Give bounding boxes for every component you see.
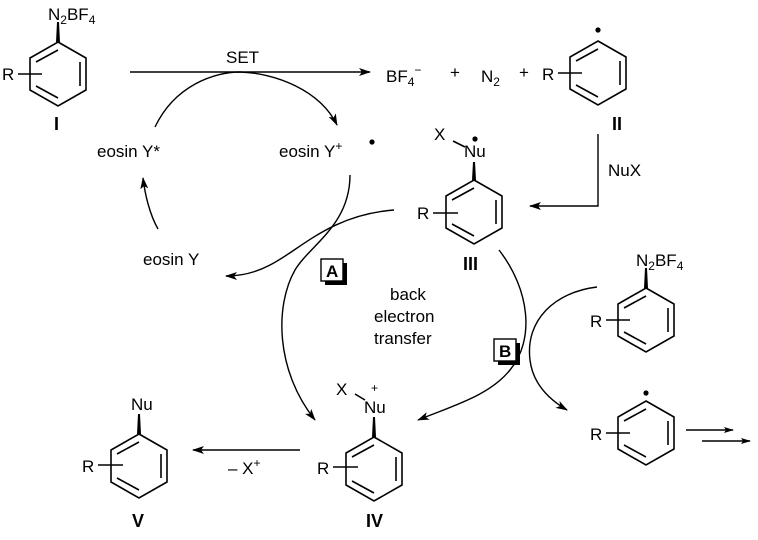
compound-V: Nu R V: [82, 395, 168, 531]
aryl-diazonium-B: N2BF4 R: [590, 251, 684, 353]
back-et-line1: back: [390, 285, 426, 304]
svg-text:A: A: [326, 262, 338, 281]
radical-dot: [369, 139, 375, 145]
r-label: R: [590, 312, 602, 331]
compound-IV: Nu + X R IV: [317, 380, 403, 531]
compound-number-II: II: [612, 114, 622, 134]
back-et-line2: electron: [374, 307, 434, 326]
bf4-anion: BF4−: [386, 63, 421, 89]
compound-number-V: V: [132, 511, 144, 531]
compound-number-I: I: [54, 114, 59, 134]
pathway-A-badge: A: [320, 258, 347, 285]
eosin-y-radical-cation: eosin Y+: [279, 139, 342, 161]
nu-label: Nu: [131, 395, 153, 414]
eosin-y-excited: eosin Y*: [97, 142, 160, 161]
x-label: X: [434, 125, 445, 144]
nu-label: Nu: [464, 142, 486, 161]
r-label: R: [317, 459, 329, 478]
compound-number-III: III: [463, 254, 478, 274]
compound-II: R II: [542, 27, 627, 134]
r-label: R: [82, 457, 94, 476]
svg-text:N2BF4: N2BF4: [636, 251, 684, 273]
pathway-B-arrow: [417, 249, 527, 421]
nu-label: Nu: [364, 398, 386, 417]
radical-dot: [595, 27, 601, 33]
benzene-ring: [29, 41, 87, 107]
pathway-B-badge: B: [493, 338, 520, 365]
radical-dot: [643, 390, 649, 396]
set-label: SET: [226, 48, 259, 67]
set-cycle-arrow: [154, 71, 338, 128]
wedge-bond: [472, 162, 476, 180]
nux-label: NuX: [608, 161, 641, 180]
r-label: R: [590, 425, 602, 444]
svg-text:N2BF4: N2BF4: [48, 5, 96, 27]
nux-arrow: [529, 134, 599, 210]
radical-dot: [472, 136, 478, 142]
svg-text:B: B: [499, 342, 511, 361]
wedge-bond: [56, 22, 60, 42]
compound-number-IV: IV: [366, 511, 383, 531]
eosin-y-ground: eosin Y: [143, 250, 199, 269]
chain-propagation-arrow: [528, 286, 598, 411]
n2-gas: N2: [481, 67, 500, 89]
minus-x-label: – X+: [228, 456, 261, 478]
wedge-bond: [137, 414, 141, 434]
pathway-A-arrow: [281, 174, 351, 421]
plus-sign-1: +: [450, 63, 460, 82]
diazonium-n: N: [48, 5, 60, 24]
wedge-bond: [372, 417, 376, 437]
x-label: X: [336, 380, 347, 399]
positive-charge: +: [371, 381, 378, 395]
compound-III: Nu X R III: [417, 125, 503, 274]
r-label: R: [2, 65, 14, 84]
r-label: R: [417, 204, 429, 223]
plus-sign-2: +: [519, 63, 529, 82]
back-et-line3: transfer: [374, 329, 432, 348]
aryl-radical-B: R: [590, 390, 675, 466]
compound-I: N2BF4 R I: [2, 5, 96, 134]
catalyst-regeneration-arrow: [225, 209, 395, 280]
excitation-arrow: [140, 177, 159, 230]
wedge-bond: [644, 268, 648, 288]
r-label: R: [542, 65, 554, 84]
